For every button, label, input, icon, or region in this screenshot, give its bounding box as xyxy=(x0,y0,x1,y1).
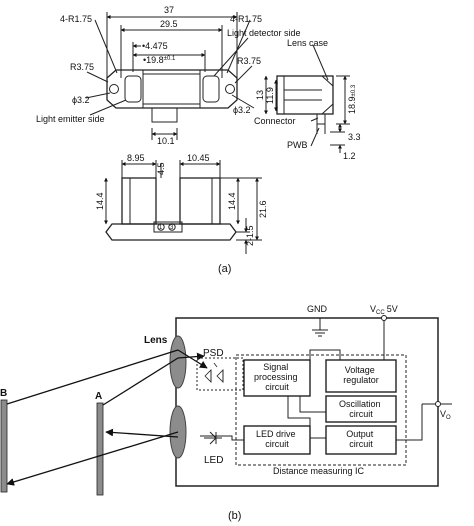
dim-connector-width: 10.1 xyxy=(157,136,175,146)
oscillation-label: Oscillation circuit xyxy=(339,399,383,419)
label-vo: VO xyxy=(440,409,451,421)
object-a xyxy=(96,402,104,496)
label-gnd: GND xyxy=(307,304,328,314)
pin-1-label: 1 xyxy=(159,225,163,231)
dim-hole-radius-left: 4-R1.75 xyxy=(60,14,92,24)
label-light-detector-side: Light detector side xyxy=(227,28,301,38)
dim-body-height-13: 13 xyxy=(255,90,265,100)
front-view-drawing xyxy=(104,160,262,254)
label-led: LED xyxy=(204,455,223,466)
dim-mount-pitch: 29.5 xyxy=(160,19,178,29)
dim-body-height-11-9: 11.9 xyxy=(265,87,275,104)
label-pwb: PWB xyxy=(287,140,308,150)
led-diode-icon xyxy=(204,431,222,445)
dim-pwb-thickness: 1.2 xyxy=(343,151,356,161)
psd-icon xyxy=(204,362,224,383)
led-drive-label: LED drive circuit xyxy=(256,429,298,449)
label-object-b: B xyxy=(0,388,7,399)
block-output xyxy=(325,425,397,455)
lens-upper xyxy=(169,335,187,389)
dim-hole-radius-right: 4-R1.75 xyxy=(230,14,262,24)
psd-dashed-box xyxy=(196,357,244,391)
dim-gap: 4.5 xyxy=(156,162,166,175)
dim-height-14-4-right: 14.4 xyxy=(227,192,237,210)
side-view-drawing xyxy=(264,44,350,153)
label-psd: PSD xyxy=(203,348,224,359)
signal-processing-label: Signal processing circuit xyxy=(254,362,300,392)
voltage-regulator-label: Voltage regulator xyxy=(343,365,379,385)
label-lens: Lens xyxy=(144,335,168,346)
dim-overall-width: 37 xyxy=(164,5,174,15)
label-lens-case: Lens case xyxy=(287,38,328,48)
dim-radius-left: R3.75 xyxy=(70,62,94,72)
label-connector: Connector xyxy=(254,116,296,126)
block-oscillation xyxy=(325,395,397,423)
dim-lens-offset: •4.475 xyxy=(142,41,168,51)
label-object-a: A xyxy=(95,391,102,402)
dim-lens-pitch: •19.8±0.1 xyxy=(143,55,176,65)
dim-left-width: 8.95 xyxy=(127,153,145,163)
pin-3-label: 3 xyxy=(170,225,174,231)
vcc-terminal xyxy=(381,315,387,321)
caption-b: (b) xyxy=(228,510,241,522)
block-led-drive xyxy=(243,425,311,455)
block-signal-processing xyxy=(243,359,311,397)
dim-height-2-1-5: 2-1.5 xyxy=(245,225,255,246)
figure-a-labels: 37 29.5 4-R1.75 4-R1.75 •4.475 •19.8±0.1… xyxy=(36,5,361,275)
dim-side-height: 18.9±0.3 xyxy=(347,84,357,114)
caption-a: (a) xyxy=(218,263,231,275)
vo-terminal xyxy=(435,401,441,407)
top-view-drawing xyxy=(85,12,255,140)
dim-height-21-6: 21.6 xyxy=(258,200,268,218)
dim-hole-dia-right: ϕ3.2 xyxy=(233,105,251,115)
object-b xyxy=(0,399,8,493)
label-ic-name: Distance measuring IC xyxy=(273,466,365,476)
figure-b-diagram: B A Lens PSD Distance measuring xyxy=(0,304,452,522)
ic-dashed-box xyxy=(235,354,407,466)
output-label: Output circuit xyxy=(346,429,376,449)
dim-right-width: 10.45 xyxy=(187,153,210,163)
block-voltage-regulator xyxy=(325,359,397,393)
dim-radius-right: R3.75 xyxy=(237,56,261,66)
dim-connector-depth: 3.3 xyxy=(348,132,361,142)
dim-height-14-4-left: 14.4 xyxy=(95,192,105,210)
circuit-wiring xyxy=(200,318,438,441)
label-light-emitter-side: Light emitter side xyxy=(36,114,105,124)
dim-hole-dia-left: ϕ3.2 xyxy=(72,95,90,105)
